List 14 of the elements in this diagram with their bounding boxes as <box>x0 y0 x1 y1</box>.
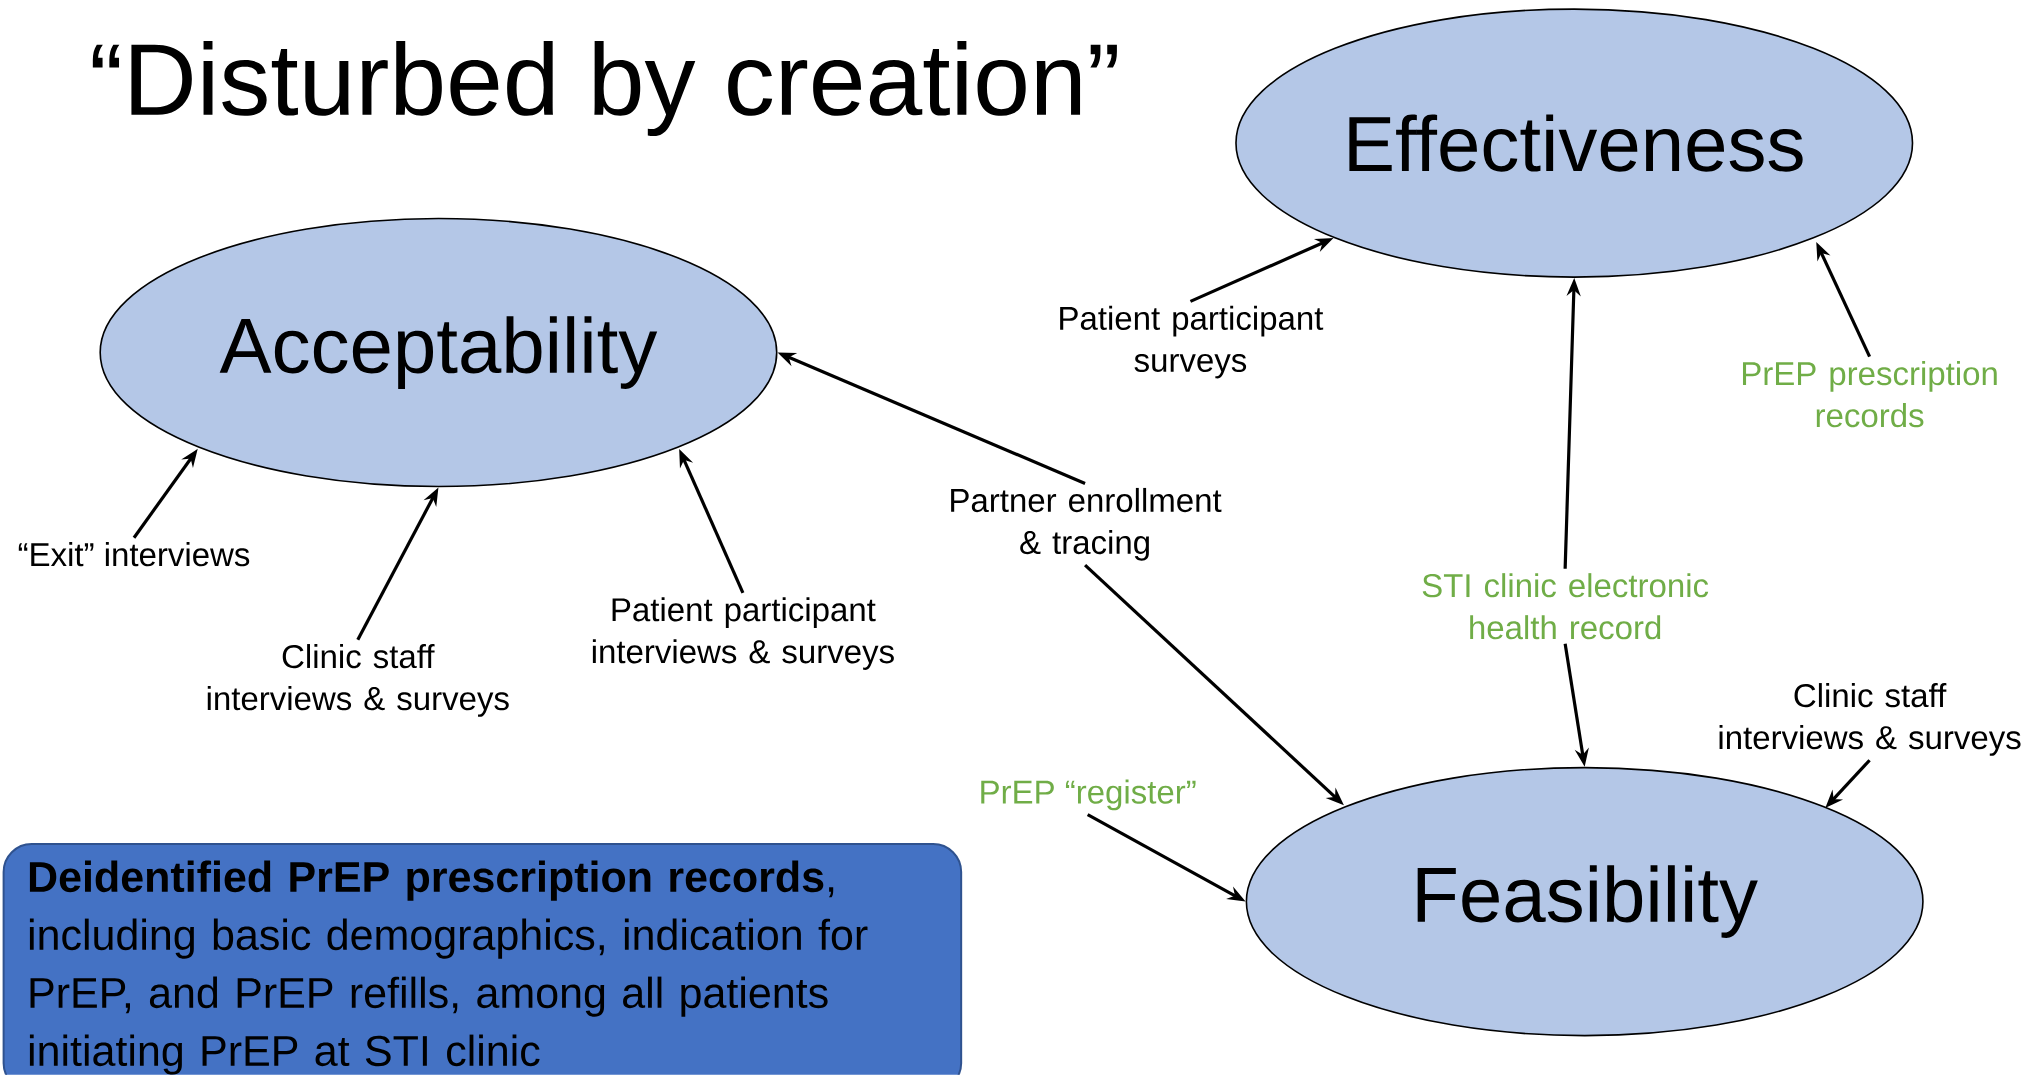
source-label: PrEP “register” <box>981 779 1196 811</box>
note-box: Deidentified PrEP prescription records, including basic demographics, indication for PrEP, and PrEP refills, among all patients initiating PrEP at STI clinic <box>2 843 963 1075</box>
source-label: PrEP prescription records <box>1743 361 1997 428</box>
ellipse-node: Effectiveness <box>1235 8 1914 279</box>
source-label: Patient participant surveys <box>1060 305 1324 379</box>
source-label: Clinic staff interviews & surveys <box>1719 683 2021 756</box>
source-label: “Exit” interviews <box>18 542 250 567</box>
ellipse-node: Acceptability <box>99 217 778 488</box>
title: “Disturbed by creation” <box>92 41 1117 137</box>
source-label: Patient participant interviews & surveys <box>592 597 894 671</box>
ellipse-node: Feasibility <box>1245 766 1924 1037</box>
source-label: Partner enrollment & tracing <box>951 488 1222 561</box>
source-label: STI clinic electronic health record <box>1422 573 1709 640</box>
source-label: Clinic staff interviews & surveys <box>207 644 509 717</box>
